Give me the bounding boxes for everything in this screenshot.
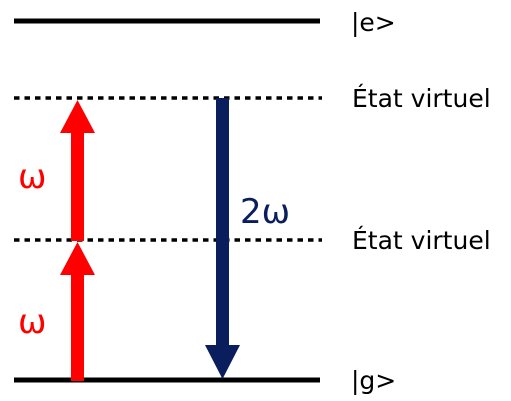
ground-state-label: |g> — [351, 366, 397, 395]
absorption-arrow-upper — [60, 100, 95, 241]
absorption-arrow-lower — [60, 242, 95, 381]
emission-label: 2ω — [240, 192, 291, 232]
emission-arrow — [205, 98, 240, 379]
absorption-label-upper: ω — [18, 157, 47, 197]
virtual-state-lower-label: État virtuel — [352, 226, 491, 255]
excited-state-label: |e> — [351, 8, 396, 37]
virtual-state-upper-label: État virtuel — [352, 84, 491, 113]
absorption-label-lower: ω — [18, 302, 47, 342]
